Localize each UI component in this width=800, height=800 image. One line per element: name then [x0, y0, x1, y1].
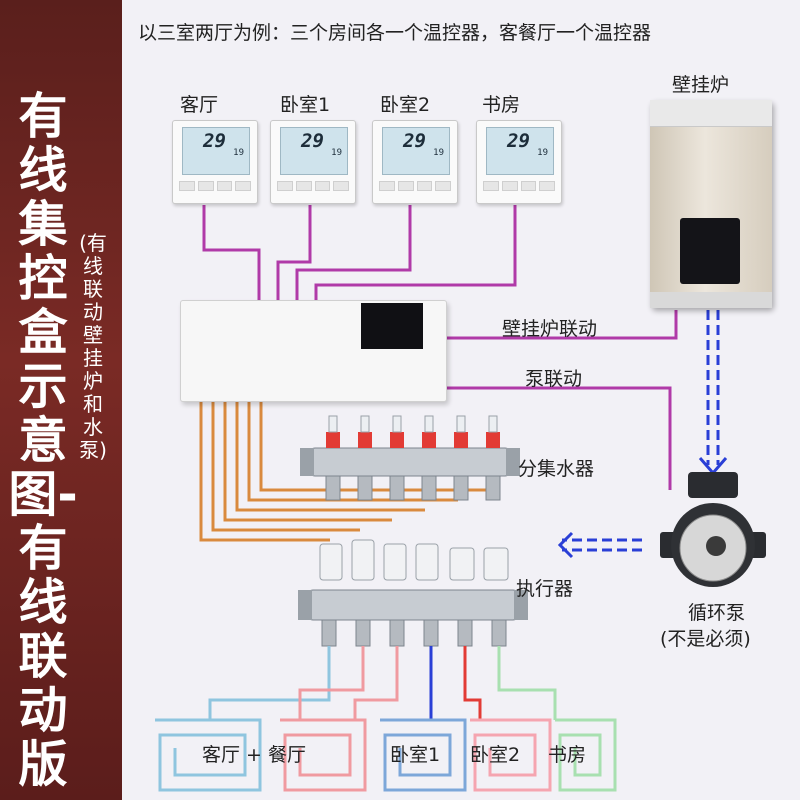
thermostat-setpoint: 19: [233, 148, 244, 158]
actuator-wires: [199, 400, 490, 542]
wall-boiler: [650, 100, 772, 308]
loop-pipes: [208, 646, 557, 720]
header-caption: 以三室两厅为例：三个房间各一个温控器，客餐厅一个温控器: [138, 22, 652, 44]
boiler-display: [680, 218, 740, 284]
control-hub: [180, 300, 447, 402]
pump-label: 循环泵: [688, 602, 746, 624]
thermostat-temp: 29: [507, 130, 530, 152]
thermostat-temp: 29: [403, 130, 426, 152]
title-sidebar: 有线集控盒示意图-有线联动版 (有线联动壁挂炉和水泵): [0, 0, 122, 800]
vertical-subtitle: (有线联动壁挂炉和水泵): [79, 231, 107, 462]
thermostat-label-bedroom1: 卧室1: [280, 94, 331, 116]
thermostat-living: 29 19: [172, 120, 258, 204]
thermostat-label-living: 客厅: [180, 94, 219, 116]
circulation-pump: [660, 472, 766, 587]
pump-link-label: 泵联动: [525, 368, 583, 390]
vertical-title: 有线集控盒示意图-有线联动版: [8, 88, 78, 793]
supply-manifold: [300, 415, 520, 501]
thermostat-bedroom1: 29 19: [270, 120, 356, 204]
thermostat-study: 29 19: [476, 120, 562, 204]
zone-label-bedroom1: 卧室1: [390, 744, 441, 766]
thermostat-label-bedroom2: 卧室2: [380, 94, 431, 116]
thermostat-setpoint: 19: [433, 148, 444, 158]
zone-label-living-dining: 客厅 + 餐厅: [202, 744, 306, 766]
water-flow-lines: [562, 310, 720, 552]
pump-note: (不是必须): [660, 628, 751, 650]
left-arrow-icon: [557, 531, 574, 559]
actuator-label: 执行器: [516, 578, 574, 600]
manifold-label: 分集水器: [518, 458, 595, 480]
thermostat-setpoint: 19: [331, 148, 342, 158]
down-arrow-icon: [698, 457, 728, 476]
thermostat-temp: 29: [203, 130, 226, 152]
zone-label-bedroom2: 卧室2: [470, 744, 521, 766]
return-manifold: [298, 589, 528, 647]
thermostat-label-study: 书房: [482, 94, 521, 116]
actuators: [319, 539, 509, 581]
zone-label-study: 书房: [548, 744, 587, 766]
thermostat-temp: 29: [301, 130, 324, 152]
hub-led-panel: [361, 303, 423, 349]
boiler-link-label: 壁挂炉联动: [502, 318, 598, 340]
boiler-label: 壁挂炉: [672, 74, 730, 96]
thermostat-bedroom2: 29 19: [372, 120, 458, 204]
thermostat-wires: [202, 205, 678, 490]
thermostat-setpoint: 19: [537, 148, 548, 158]
floor-loops: [155, 718, 617, 792]
